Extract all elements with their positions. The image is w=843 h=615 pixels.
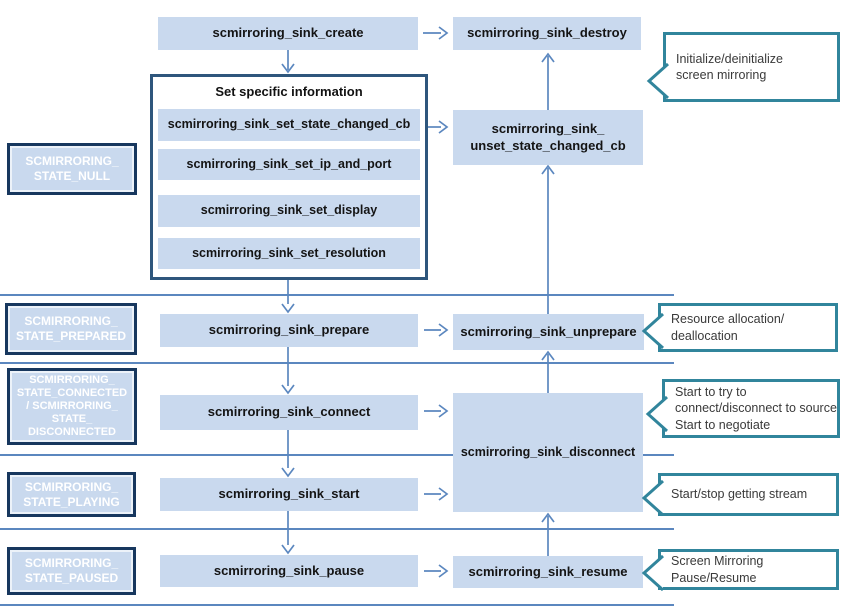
- callout-pointer-icon: [641, 312, 664, 350]
- state-label-line: / SCMIRRORING_: [26, 400, 118, 413]
- group-title: Set specific information: [215, 84, 363, 99]
- state-separator-line: [0, 454, 674, 456]
- flow-box-set-resolution: scmirroring_sink_set_resolution: [158, 238, 420, 269]
- callout-resource-allocation: Resource allocation/ deallocation: [641, 303, 838, 352]
- flow-box-unprepare: scmirroring_sink_unprepare: [453, 314, 644, 350]
- flow-box-create: scmirroring_sink_create: [158, 17, 418, 50]
- callout-pointer-icon: [641, 554, 664, 592]
- callout-stream: Start/stop getting stream: [641, 473, 839, 517]
- state-label-line: SCMIRRORING_: [24, 556, 119, 571]
- callout-connect-negotiate: Start to try to connect/disconnect to so…: [645, 379, 840, 438]
- flow-box-set-state-changed-cb: scmirroring_sink_set_state_changed_cb: [158, 109, 420, 141]
- flow-box-set-ip-and-port: scmirroring_sink_set_ip_and_port: [158, 149, 420, 180]
- flow-box-connect: scmirroring_sink_connect: [160, 395, 418, 430]
- callout-text-line: Initialize/deinitialize: [676, 51, 784, 66]
- state-box-paused: SCMIRRORING_ STATE_PAUSED: [7, 547, 136, 595]
- callout-pointer-icon: [641, 479, 664, 517]
- arrowhead-right-icon: [438, 487, 449, 501]
- callout-text-line: deallocation: [671, 328, 738, 343]
- arrowhead-up-icon: [541, 512, 555, 523]
- state-label-line: STATE_NULL: [33, 169, 111, 183]
- state-label-line: SCMIRRORING_: [24, 479, 119, 494]
- arrowhead-right-icon: [438, 564, 449, 578]
- state-separator-line: [0, 362, 674, 364]
- flow-box-prepare: scmirroring_sink_prepare: [160, 314, 418, 347]
- callout-init-deinit: Initialize/deinitialize screen mirroring: [646, 32, 840, 102]
- state-label-line: STATE_PAUSED: [24, 571, 119, 585]
- flow-box-resume: scmirroring_sink_resume: [453, 556, 643, 588]
- callout-pointer-icon: [645, 395, 668, 433]
- arrowhead-down-icon: [281, 63, 295, 74]
- callout-pointer-icon: [646, 62, 669, 100]
- flow-box-start: scmirroring_sink_start: [160, 478, 418, 511]
- arrowhead-up-icon: [541, 350, 555, 361]
- flow-box-set-display: scmirroring_sink_set_display: [158, 195, 420, 227]
- flow-box-label-line: unset_state_changed_cb: [470, 137, 626, 153]
- flow-box-label-line: scmirroring_sink_: [491, 121, 605, 137]
- flow-box-disconnect: scmirroring_sink_disconnect: [453, 393, 643, 512]
- arrowhead-right-icon: [438, 323, 449, 337]
- callout-text-line: Resource allocation/: [671, 312, 785, 327]
- callout-text-line: Pause/Resume: [671, 570, 757, 585]
- state-box-playing: SCMIRRORING_ STATE_PLAYING: [7, 472, 136, 517]
- callout-text-line: Screen Mirroring: [671, 554, 764, 569]
- state-separator-line: [0, 528, 674, 530]
- flow-box-unset-state-changed-cb: scmirroring_sink_ unset_state_changed_cb: [453, 110, 643, 165]
- arrowhead-down-icon: [281, 384, 295, 395]
- state-label-line: STATE_PLAYING: [23, 494, 120, 509]
- state-box-connected-disconnected: SCMIRRORING_ STATE_CONNECTED / SCMIRRORI…: [7, 368, 137, 445]
- callout-text-line: Start/stop getting stream: [671, 487, 808, 502]
- state-label-line: SCMIRRORING_: [24, 314, 118, 329]
- arrowhead-right-icon: [438, 404, 449, 418]
- state-label-line: DISCONNECTED: [27, 425, 116, 438]
- state-label-line: STATE_PREPARED: [15, 329, 126, 343]
- callout-text-line: connect/disconnect to source: [675, 401, 837, 416]
- state-box-null: SCMIRRORING_ STATE_NULL: [7, 143, 137, 195]
- arrowhead-right-icon: [438, 26, 449, 40]
- state-label-line: STATE_CONNECTED: [16, 387, 128, 400]
- state-separator-line: [0, 294, 674, 296]
- state-box-prepared: SCMIRRORING_ STATE_PREPARED: [5, 303, 137, 355]
- state-label-line: SCMIRRORING_: [29, 374, 115, 387]
- callout-text-line: screen mirroring: [676, 68, 767, 82]
- arrowhead-right-icon: [438, 120, 449, 134]
- arrowhead-up-icon: [541, 164, 555, 175]
- arrowhead-up-icon: [541, 52, 555, 63]
- arrowhead-down-icon: [281, 303, 295, 314]
- state-separator-line: [0, 604, 674, 606]
- callout-text-line: Start to try to: [675, 385, 747, 400]
- callout-pause-resume: Screen Mirroring Pause/Resume: [641, 549, 839, 592]
- state-label-line: SCMIRRORING_: [25, 154, 119, 169]
- state-label-line: STATE_: [51, 412, 93, 425]
- callout-text-line: Start to negotiate: [675, 417, 771, 432]
- arrowhead-down-icon: [281, 544, 295, 555]
- arrowhead-down-icon: [281, 467, 295, 478]
- flow-box-destroy: scmirroring_sink_destroy: [453, 17, 641, 50]
- flow-box-pause: scmirroring_sink_pause: [160, 555, 418, 587]
